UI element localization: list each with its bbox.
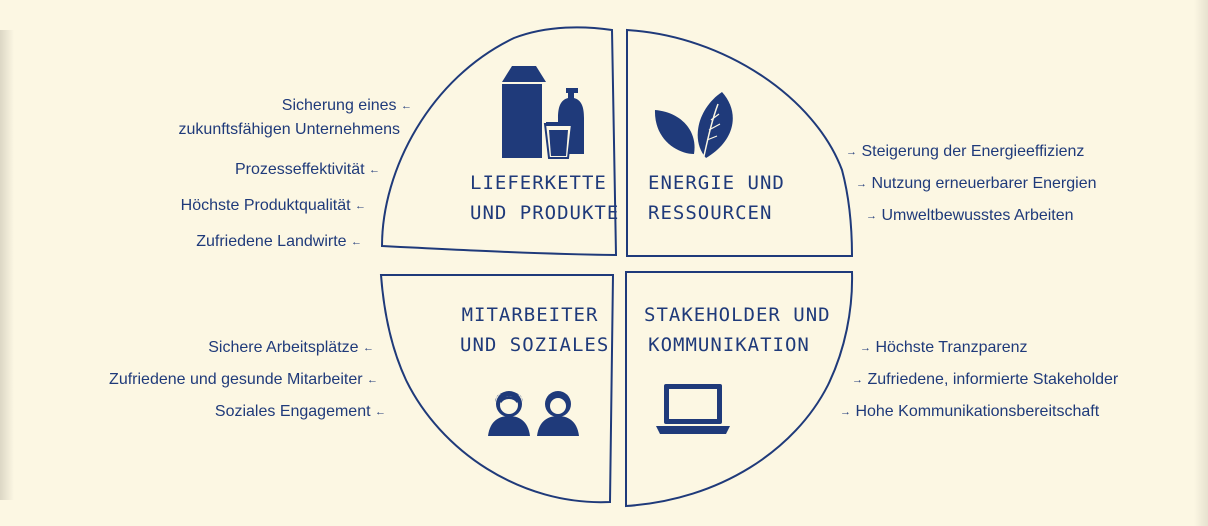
people-icon: [488, 391, 579, 436]
arrow-right-icon: →: [840, 406, 851, 418]
arrow-right-icon: →: [860, 342, 871, 354]
item-tr-2: → Nutzung erneuerbarer Energien: [856, 174, 1096, 194]
item-bl-2: Zufriedene und gesunde Mitarbeiter ←: [109, 370, 378, 390]
item-br-1: → Höchste Tranzparenz: [860, 338, 1028, 358]
title-energie-line1: ENERGIE UND: [648, 172, 785, 194]
item-br-3: → Hohe Kommunikationsbereitschaft: [840, 402, 1099, 422]
arrow-left-icon: ←: [355, 200, 366, 212]
title-mitarbeiter-line2: UND SOZIALES: [460, 334, 610, 356]
item-tr-3: → Umweltbewusstes Arbeiten: [866, 206, 1074, 226]
item-tl-1-text: Sicherung eines: [281, 97, 397, 115]
title-lieferkette: LIEFERKETTE UND PRODUKTE: [470, 168, 620, 228]
item-tr-1-text: Steigerung der Energieeffizienz: [861, 143, 1085, 161]
arrow-left-icon: ←: [369, 164, 380, 176]
item-tl-2: zukunftsfähigen Unternehmens: [179, 120, 400, 140]
item-bl-1-text: Sichere Arbeitsplätze: [208, 339, 359, 357]
quadrant-top-right-shape: [626, 28, 854, 257]
title-energie-line2: RESSOURCEN: [648, 202, 773, 224]
arrow-left-icon: ←: [367, 374, 378, 386]
item-tl-4: Höchste Produktqualität ←: [181, 196, 366, 216]
arrow-left-icon: ←: [363, 342, 374, 354]
item-tl-2-text: zukunftsfähigen Unternehmens: [178, 121, 400, 138]
arrow-right-icon: →: [856, 178, 867, 190]
item-tl-4-text: Höchste Produktqualität: [180, 197, 351, 215]
item-tl-5-text: Zufriedene Landwirte: [196, 233, 347, 251]
title-lieferkette-line2: UND PRODUKTE: [470, 202, 620, 224]
item-bl-1: Sichere Arbeitsplätze ←: [208, 338, 374, 358]
title-mitarbeiter: MITARBEITER UND SOZIALES: [460, 300, 610, 360]
item-tr-3-text: Umweltbewusstes Arbeiten: [881, 207, 1074, 225]
item-tl-3-text: Prozesseffektivität: [235, 161, 365, 179]
quadrant-top-left-shape: [380, 26, 618, 257]
page-shadow-right: [1194, 0, 1208, 526]
item-bl-2-text: Zufriedene und gesunde Mitarbeiter: [109, 371, 363, 389]
item-tr-2-text: Nutzung erneuerbarer Energien: [871, 175, 1097, 193]
title-stakeholder-line1: STAKEHOLDER UND: [644, 304, 831, 326]
title-stakeholder-line2: KOMMUNIKATION: [648, 334, 810, 356]
item-bl-3-text: Soziales Engagement: [214, 403, 371, 421]
item-tl-3: Prozesseffektivität ←: [235, 160, 380, 180]
item-br-3-text: Hohe Kommunikationsbereitschaft: [855, 403, 1100, 421]
item-tl-1: Sicherung eines ←: [282, 96, 412, 116]
title-mitarbeiter-line1: MITARBEITER: [461, 304, 599, 326]
leaf-icon: [654, 92, 733, 158]
title-stakeholder: STAKEHOLDER UND KOMMUNIKATION: [644, 300, 831, 360]
item-br-2-text: Zufriedene, informierte Stakeholder: [867, 371, 1119, 389]
page-shadow-left: [0, 30, 14, 500]
arrow-left-icon: ←: [351, 236, 362, 248]
item-tl-5: Zufriedene Landwirte ←: [196, 232, 362, 252]
arrow-right-icon: →: [852, 374, 863, 386]
arrow-right-icon: →: [866, 210, 877, 222]
arrow-left-icon: ←: [401, 100, 412, 112]
arrow-left-icon: ←: [375, 406, 386, 418]
item-tr-1: → Steigerung der Energieeffizienz: [846, 142, 1084, 162]
item-br-1-text: Höchste Tranzparenz: [875, 339, 1028, 357]
quadrant-bottom-left-shape: [379, 274, 615, 504]
milk-products-icon: [502, 66, 584, 159]
title-lieferkette-line1: LIEFERKETTE: [470, 172, 607, 194]
arrow-right-icon: →: [846, 146, 857, 158]
item-br-2: → Zufriedene, informierte Stakeholder: [852, 370, 1118, 390]
item-bl-3: Soziales Engagement ←: [215, 402, 386, 422]
title-energie: ENERGIE UND RESSOURCEN: [648, 168, 785, 228]
laptop-icon: [656, 384, 730, 434]
quadrant-bottom-right-shape: [625, 271, 854, 508]
